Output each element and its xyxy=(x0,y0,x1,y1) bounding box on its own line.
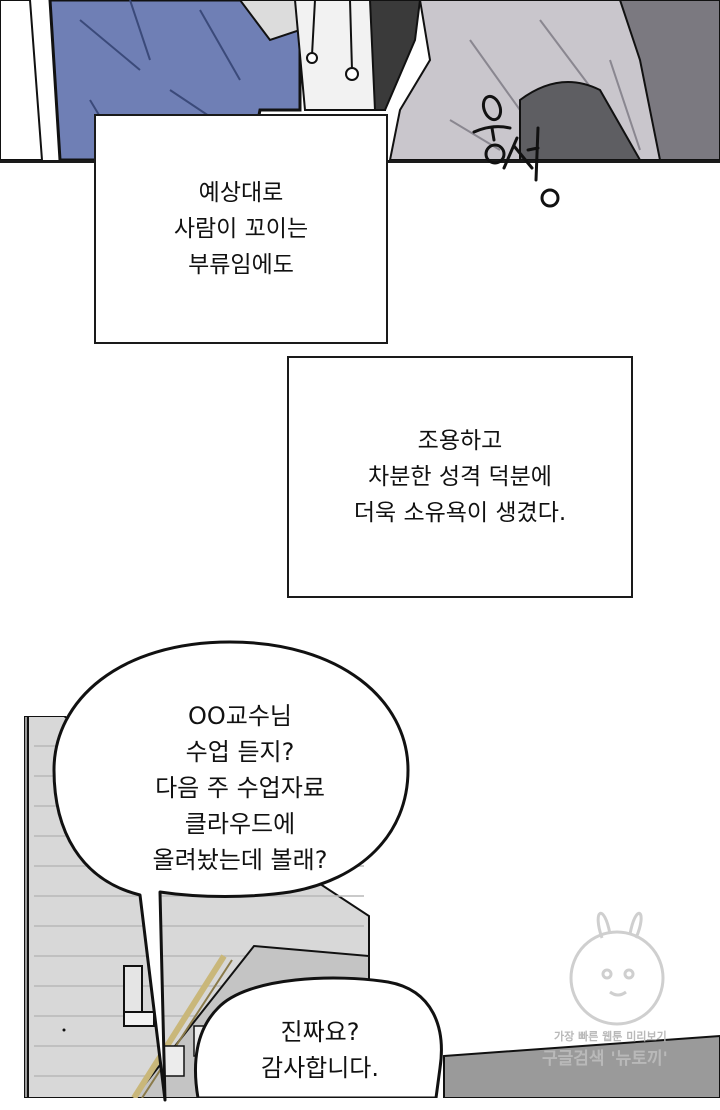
bubble-1-line-4: 클라우드에 xyxy=(184,810,296,838)
narration-2-line-1: 조용하고 xyxy=(417,428,503,454)
sfx-murmur-lettering xyxy=(472,94,560,208)
speech-bubble-2: 진짜요? 감사합니다. xyxy=(210,1014,430,1086)
speech-bubble-1: OO교수님 수업 듣지? 다음 주 수업자료 클라우드에 올려놨는데 볼래? xyxy=(90,698,390,878)
watermark-bunny-icon xyxy=(569,911,665,1026)
bubble-1-line-1: OO교수님 xyxy=(187,702,293,730)
speech-bubble-1-shape xyxy=(52,640,410,1102)
narration-box-2: 조용하고 차분한 성격 덕분에 더욱 소유욕이 생겼다. xyxy=(287,356,633,598)
watermark-small: 가장 빠른 웹툰 미리보기 xyxy=(554,1030,667,1043)
bubble-1-line-5: 올려놨는데 볼래? xyxy=(152,846,328,874)
bubble-2-line-2: 감사합니다. xyxy=(260,1054,380,1082)
watermark-large: 구글검색 '뉴토끼' xyxy=(542,1049,668,1069)
narration-2-line-3: 더욱 소유욕이 생겼다. xyxy=(353,500,567,526)
bubble-1-line-2: 수업 듣지? xyxy=(185,738,295,766)
bubble-2-line-1: 진짜요? xyxy=(280,1018,360,1046)
narration-1-line-1: 예상대로 xyxy=(198,180,284,206)
narration-1-line-2: 사람이 꼬이는 xyxy=(173,216,309,242)
narration-box-1: 예상대로 사람이 꼬이는 부류임에도 xyxy=(94,114,388,344)
watermark: 가장 빠른 웹툰 미리보기 구글검색 '뉴토끼' xyxy=(532,900,720,1098)
narration-2-line-2: 차분한 성격 덕분에 xyxy=(368,464,552,490)
speech-bubble-2-shape xyxy=(194,976,443,1098)
sfx-murmur: 웅성 xyxy=(462,88,572,213)
bubble-1-line-3: 다음 주 수업자료 xyxy=(155,774,325,802)
narration-1-line-3: 부류임에도 xyxy=(188,252,294,278)
